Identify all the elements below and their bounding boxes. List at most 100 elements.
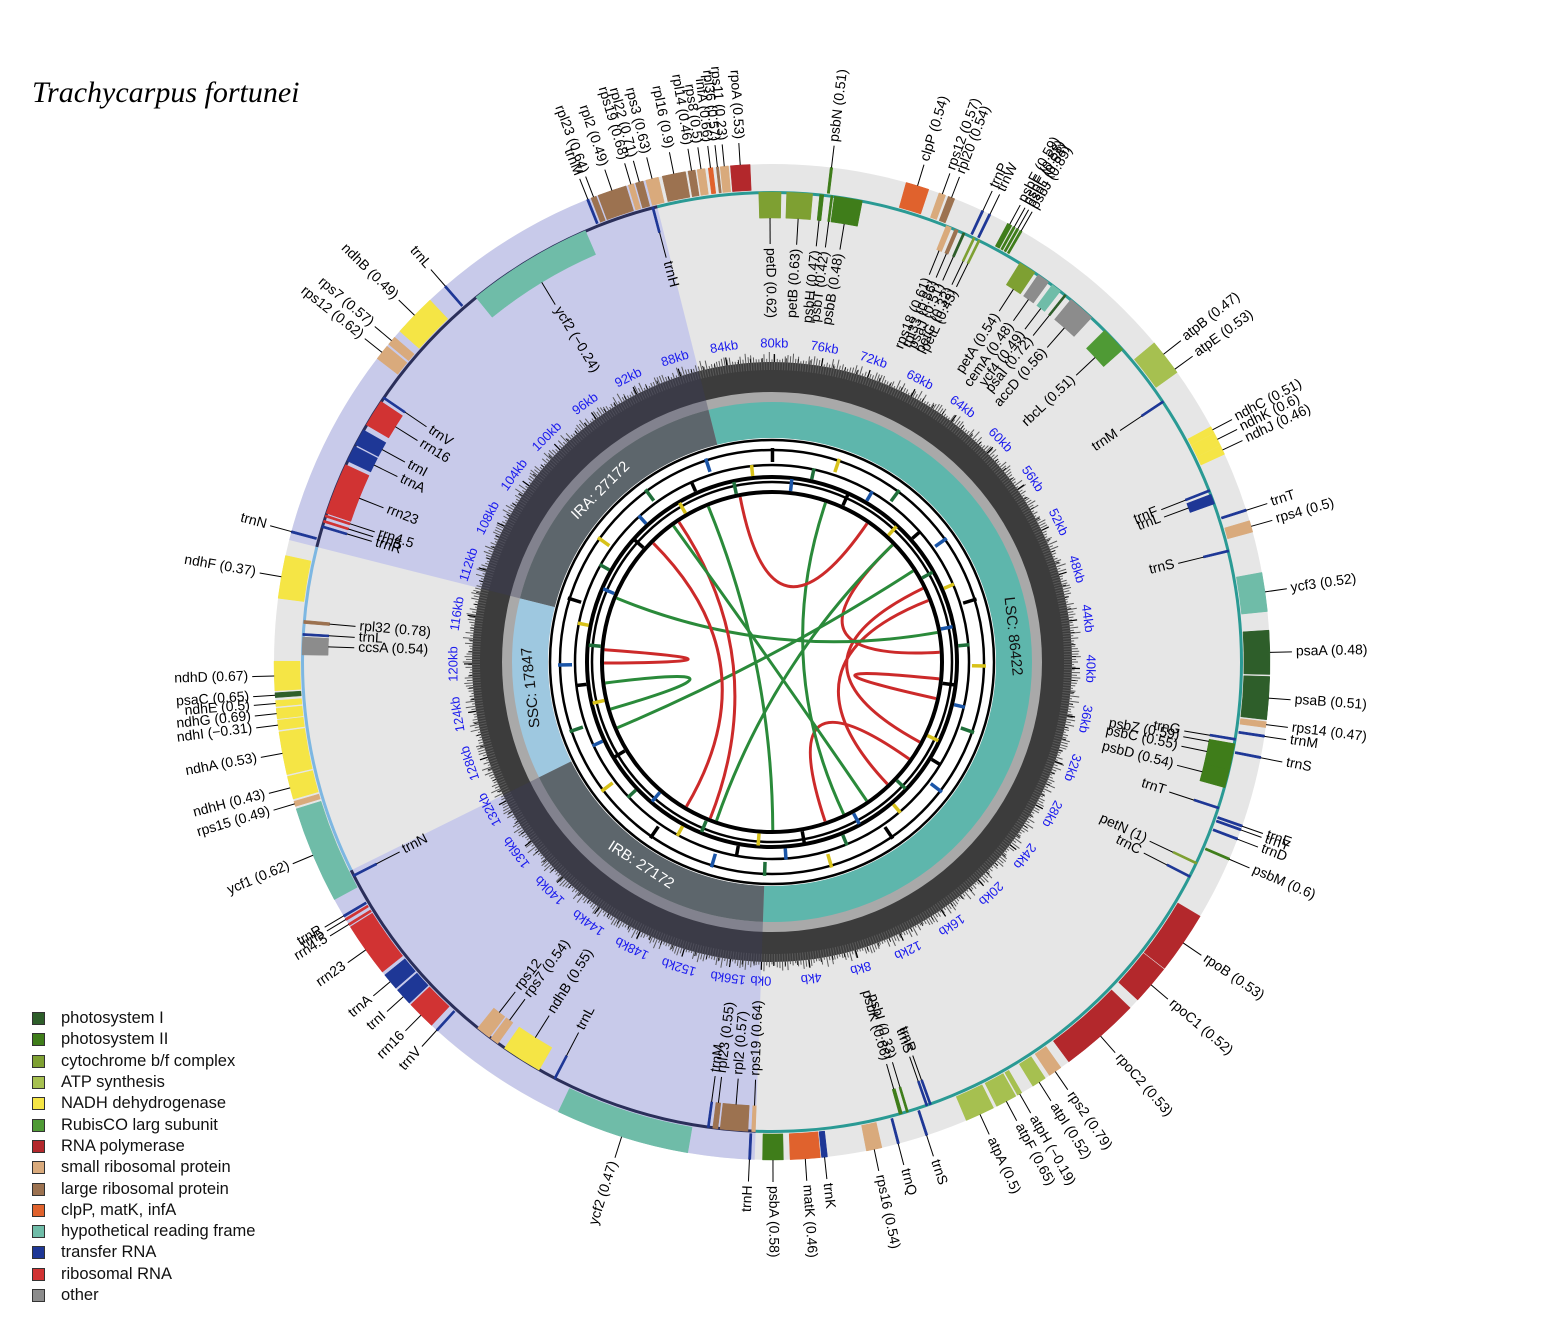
ir-shading	[325, 795, 762, 1160]
gene-leader-line	[1222, 440, 1243, 451]
gene-leader-line	[259, 572, 282, 578]
repeat-marker	[833, 458, 841, 473]
kb-minor-tick	[702, 365, 704, 371]
repeat-marker	[800, 831, 807, 844]
gene-block	[321, 525, 348, 536]
gene-label: clpP (0.54)	[916, 94, 951, 163]
gene-block	[730, 164, 752, 192]
legend-item: ATP synthesis	[32, 1072, 255, 1093]
gene-block	[1004, 1069, 1023, 1096]
kb-tick	[1054, 760, 1063, 765]
kb-tick	[1067, 715, 1076, 718]
gene-leader-line	[430, 269, 446, 287]
kb-tick	[940, 909, 947, 917]
repeat-link	[616, 596, 938, 644]
gene-leader-line	[1038, 1082, 1052, 1102]
gene-block	[785, 191, 813, 220]
gene-label: trnT	[1140, 774, 1169, 797]
gene-leader-line	[1100, 1035, 1116, 1054]
ir-overlay	[481, 371, 709, 599]
gene-leader-line	[886, 1063, 895, 1090]
kb-minor-tick	[623, 396, 627, 401]
gene-label: trnT	[1268, 486, 1297, 509]
legend-item: ribosomal RNA	[32, 1264, 255, 1285]
gene-label: trnS	[1147, 555, 1176, 577]
gene-leader-line	[1005, 1101, 1018, 1122]
gene-label: trnM	[1289, 731, 1319, 751]
gene-block	[301, 636, 329, 656]
legend-item: RubisCO larg subunit	[32, 1114, 255, 1135]
gene-block	[818, 1130, 828, 1158]
legend-label: ATP synthesis	[61, 1073, 165, 1092]
gene-leader-line	[1240, 829, 1262, 838]
gene-leader-line	[253, 694, 276, 698]
gene-leader-line	[815, 220, 820, 247]
kb-minor-tick	[548, 455, 553, 459]
gene-block	[295, 800, 358, 901]
kb-minor-tick	[969, 433, 973, 437]
kb-tick	[496, 522, 505, 527]
gene-block	[597, 185, 634, 221]
kb-minor-tick	[574, 430, 578, 434]
kb-minor-tick	[820, 957, 822, 963]
kb-tick-label: 36kb	[1076, 704, 1096, 734]
gene-leader-line	[1119, 415, 1142, 431]
kb-minor-tick	[486, 557, 491, 560]
gene-leader-line	[273, 803, 295, 811]
repeat-marker	[591, 739, 604, 748]
gene-label: rps19 (0.64)	[746, 1000, 765, 1076]
gene-leader-line	[398, 299, 415, 316]
legend-label: NADH dehydrogenase	[61, 1094, 227, 1113]
kb-minor-tick	[512, 503, 517, 506]
gene-block	[715, 166, 722, 194]
gene-leader-line	[909, 1056, 919, 1082]
kb-minor-tick	[717, 957, 720, 962]
gene-leader-line	[1032, 314, 1050, 336]
legend-item: small ribosomal protein	[32, 1157, 255, 1178]
kb-minor-tick	[671, 945, 674, 950]
gene-block	[635, 180, 651, 209]
kb-minor-tick	[1035, 517, 1040, 521]
gene-label: rpoB (0.53)	[1201, 950, 1268, 1003]
gene-leader-line	[541, 282, 556, 305]
gene-label: ndhD (0.67)	[174, 667, 248, 685]
kb-minor-tick	[1062, 584, 1067, 587]
legend-swatch	[32, 1012, 45, 1026]
legend-swatch	[32, 1054, 45, 1068]
repeat-link	[845, 586, 924, 744]
gene-leader-line	[346, 533, 372, 542]
gene-label: ndhA (0.53)	[184, 749, 258, 778]
gene-label: trnQ	[898, 1167, 920, 1198]
gene-leader-line	[697, 147, 702, 170]
repeat-marker	[677, 502, 688, 515]
kb-minor-tick	[586, 899, 590, 904]
gene-block	[970, 209, 985, 236]
gene-block	[898, 182, 930, 215]
gene-leader-line	[1241, 825, 1264, 834]
gene-leader-line	[714, 145, 718, 168]
gene-block	[788, 1131, 821, 1160]
gene-leader-line	[897, 1143, 905, 1166]
gene-leader-line	[404, 411, 427, 428]
kb-minor-tick	[931, 404, 935, 409]
gene-leader-line	[711, 1076, 716, 1102]
gene-block	[751, 1105, 757, 1132]
kb-minor-tick	[473, 603, 478, 606]
legend-item: cytochrome b/f complex	[32, 1051, 255, 1072]
gene-leader-line	[754, 1079, 757, 1106]
repeat-marker	[788, 478, 794, 492]
region-ring-segment	[519, 409, 718, 608]
repeat-marker	[841, 493, 850, 507]
gene-leader-line	[982, 190, 993, 212]
gene-leader-line	[328, 635, 355, 638]
gene-label: trnG	[1152, 717, 1182, 737]
repeat-marker	[960, 726, 975, 735]
kb-tick	[950, 414, 957, 422]
kb-minor-tick	[1061, 738, 1066, 741]
repeat-marker	[602, 587, 615, 596]
kb-minor-tick	[1051, 550, 1056, 553]
gene-block	[861, 1122, 883, 1152]
gene-label: ycf3 (0.52)	[1289, 570, 1357, 595]
kb-minor-tick	[540, 464, 545, 468]
legend-item: photosystem II	[32, 1029, 255, 1050]
